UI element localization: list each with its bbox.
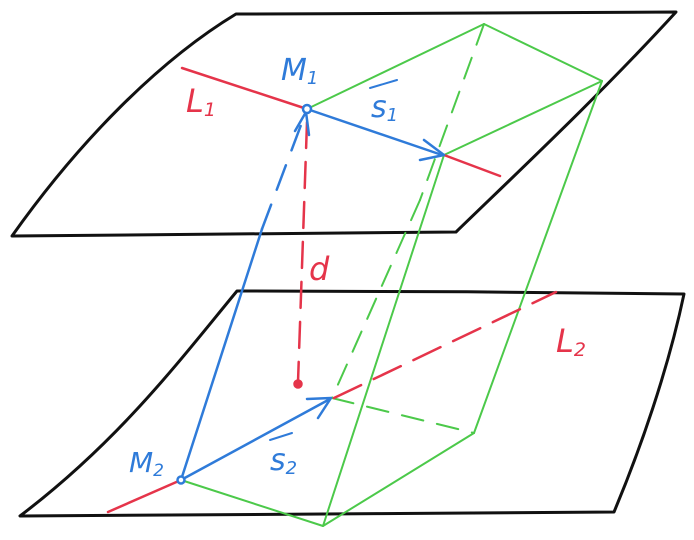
prism-edge — [180, 479, 324, 527]
distance-segment-d — [296, 120, 309, 384]
prism-edge-hidden — [331, 199, 421, 399]
label-l2: L2 — [556, 322, 586, 361]
prism-edge — [443, 80, 603, 156]
prism-edge — [483, 23, 603, 82]
prism-edge — [322, 432, 475, 527]
line-l2 — [106, 478, 183, 514]
vector-s2 — [179, 397, 332, 482]
lower-plane — [18, 289, 686, 518]
prism — [180, 23, 603, 527]
prism-edge-hidden — [331, 397, 475, 434]
label-s2: s2 — [270, 443, 297, 479]
vector-arrow-stroke — [369, 79, 398, 89]
upper-plane — [10, 10, 678, 238]
vector-s2-arrowhead — [305, 396, 333, 420]
label-l1: L1 — [186, 82, 216, 121]
prism-edge-hidden — [419, 23, 485, 201]
vector-s1 — [305, 107, 444, 157]
prism-edge — [306, 23, 485, 110]
vector-arrow-stroke — [269, 432, 293, 441]
blue-vectors — [176, 79, 446, 485]
point-m1 — [301, 103, 313, 115]
red-lines — [106, 66, 558, 514]
label-d: d — [309, 250, 330, 288]
vector-s1-arrowhead — [418, 138, 446, 162]
label-m1: M1 — [281, 53, 318, 89]
label-m2: M2 — [129, 446, 164, 481]
point-m2 — [176, 475, 186, 485]
line-l1 — [442, 153, 502, 178]
line-l2-hidden — [332, 290, 558, 400]
prism-edge — [322, 154, 445, 527]
prism-edge — [473, 80, 603, 434]
label-s1: s1 — [371, 90, 398, 126]
segment-m2-m1 — [179, 227, 264, 482]
planes — [10, 10, 686, 518]
line-l1 — [180, 66, 309, 111]
segment-m2-m1-hidden — [260, 107, 309, 231]
foot-point — [293, 379, 303, 389]
